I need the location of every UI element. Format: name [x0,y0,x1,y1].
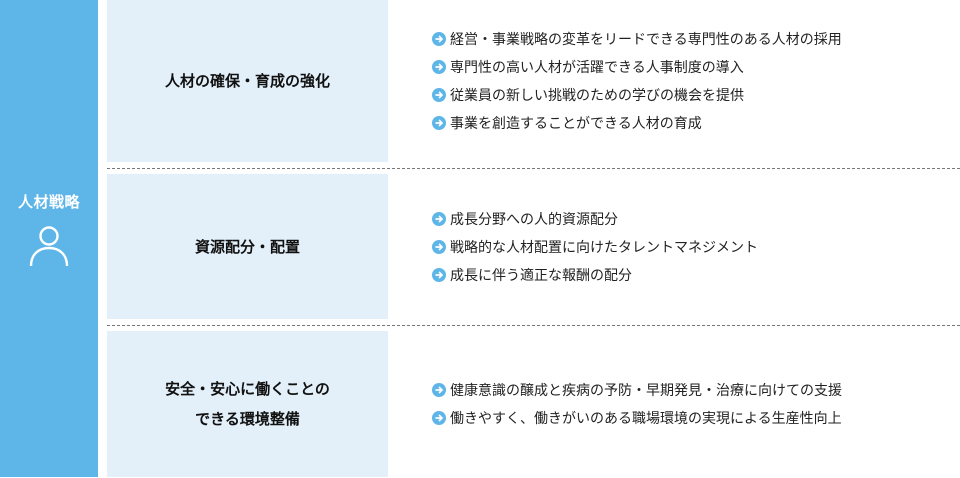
list-item: 戦略的な人材配置に向けたタレントマネジメント [432,233,758,261]
list-item: 専門性の高い人材が活躍できる人事制度の導入 [432,53,842,81]
sidebar-title: 人材戦略 [17,193,80,211]
arrow-right-circle-icon [432,239,446,254]
arrow-right-circle-icon [432,267,446,282]
item-text: 健康意識の醸成と疾病の予防・早期発見・治療に向けての支援 [450,383,842,399]
category-box: 資源配分・配置 [107,174,388,319]
list-item: 成長に伴う適正な報酬の配分 [432,261,758,289]
item-text: 従業員の新しい挑戦のための学びの機会を提供 [450,88,744,104]
strategy-row-allocation: 資源配分・配置 成長分野への人的資源配分 戦略的な人材配置に向けたタレントマネジ… [107,174,960,319]
arrow-right-circle-icon [432,383,446,397]
item-list: 経営・事業戦略の変革をリードできる専門性のある人材の採用 専門性の高い人材が活躍… [432,0,842,162]
list-item: 従業員の新しい挑戦のための学びの機会を提供 [432,81,842,109]
sidebar-gap [98,0,107,477]
category-label-line1: 安全・安心に働くことの [165,380,330,398]
list-item: 成長分野への人的資源配分 [432,205,758,233]
arrow-right-circle-icon [432,211,446,226]
item-text: 経営・事業戦略の変革をリードできる専門性のある人材の採用 [450,32,842,48]
person-icon [29,226,69,267]
item-text: 働きやすく、働きがいのある職場環境の実現による生産性向上 [450,411,842,427]
category-label: 人材の確保・育成の強化 [164,72,330,90]
category-label-line2: できる環境整備 [195,410,300,428]
list-item: 働きやすく、働きがいのある職場環境の実現による生産性向上 [432,404,842,432]
item-list: 健康意識の醸成と疾病の予防・早期発見・治療に向けての支援 働きやすく、働きがいの… [432,331,842,477]
category-box: 人材の確保・育成の強化 [107,0,388,162]
item-text: 戦略的な人材配置に向けたタレントマネジメント [450,239,758,256]
arrow-right-circle-icon [432,411,446,425]
item-list: 成長分野への人的資源配分 戦略的な人材配置に向けたタレントマネジメント 成長に伴… [432,174,758,319]
category-label: 資源配分・配置 [194,237,300,256]
item-text: 成長分野への人的資源配分 [450,211,618,228]
category-box: 安全・安心に働くことの できる環境整備 [107,331,388,477]
list-item: 健康意識の醸成と疾病の予防・早期発見・治療に向けての支援 [432,376,842,404]
strategy-row-environment: 安全・安心に働くことの できる環境整備 健康意識の醸成と疾病の予防・早期発見・治… [107,331,960,477]
item-text: 事業を創造することができる人材の育成 [450,116,702,132]
arrow-right-circle-icon [432,60,446,74]
dashed-divider [107,168,960,169]
item-text: 成長に伴う適正な報酬の配分 [450,267,632,284]
list-item: 経営・事業戦略の変革をリードできる専門性のある人材の採用 [432,25,842,53]
strategy-row-talent: 人材の確保・育成の強化 経営・事業戦略の変革をリードできる専門性のある人材の採用… [107,0,960,162]
dashed-divider [107,325,960,326]
arrow-right-circle-icon [432,32,446,46]
sidebar-strategy-label: 人材戦略 [0,0,98,477]
item-text: 専門性の高い人材が活躍できる人事制度の導入 [450,60,744,76]
arrow-right-circle-icon [432,116,446,130]
arrow-right-circle-icon [432,88,446,102]
list-item: 事業を創造することができる人材の育成 [432,109,842,137]
